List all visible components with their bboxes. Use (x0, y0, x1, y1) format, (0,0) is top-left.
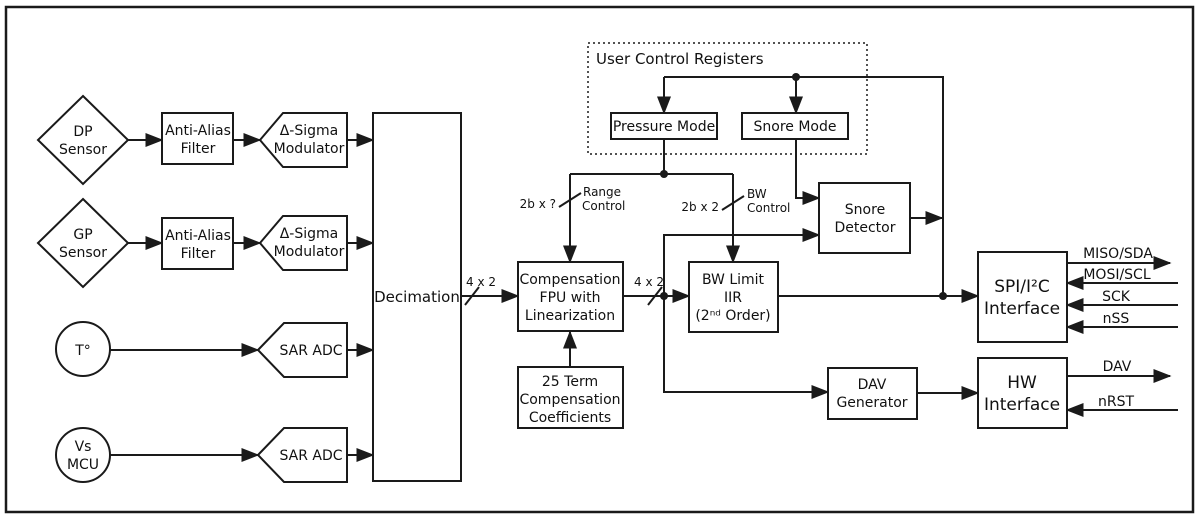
junction-spi-bus (939, 292, 947, 300)
wire-snoremode-to-detector (795, 138, 821, 205)
delta-sigma-1-shape (258, 112, 348, 168)
bus-slash-range (558, 192, 582, 208)
vs-mcu-label: Vs (75, 439, 92, 455)
bw-control-label: Control (747, 201, 790, 215)
pin-mosi-scl-label: MOSI/SCL (1083, 267, 1150, 283)
bus-width-bw: 2b x 2 (681, 200, 719, 214)
diagram-border (4, 5, 1195, 514)
delta-sigma-2-label: Δ-Sigma (280, 226, 339, 242)
sar-adc-1-shape (256, 322, 348, 378)
bus-slash-fpu-out (647, 286, 663, 306)
dav-generator-label: Generator (836, 395, 907, 411)
snore-detector-box (818, 182, 911, 254)
bw-limit-iir-label: (2ⁿᵈ Order) (695, 308, 770, 324)
range-control-label: Range (583, 185, 621, 199)
nodes: DP Sensor GP Sensor T° Vs MCU Anti-Alias… (36, 42, 1068, 483)
delta-sigma-1-label: Modulator (274, 141, 345, 157)
gp-sensor-label: Sensor (59, 245, 107, 261)
bus-width-range: 2b x ? (520, 197, 556, 211)
decimation-box (372, 112, 462, 482)
compensation-fpu-label: Compensation (519, 272, 620, 288)
compensation-fpu-box (517, 261, 624, 332)
bus-slash-decimation-out (464, 286, 480, 306)
vs-mcu-circle (55, 427, 111, 483)
wires (110, 73, 1178, 462)
delta-sigma-2-shape (258, 215, 348, 271)
coefficients-label: Coefficients (529, 410, 611, 426)
bus-slash-bw (721, 195, 745, 211)
dp-sensor-diamond (36, 94, 130, 186)
annotations: 4 x 2 4 x 2 2b x ? Range Control 2b x 2 … (466, 185, 1153, 410)
anti-alias-filter-2-label: Filter (181, 246, 216, 262)
delta-sigma-2-label: Modulator (274, 244, 345, 260)
bus-width-fpu-out: 4 x 2 (634, 275, 664, 289)
snore-detector-label: Detector (834, 220, 895, 236)
anti-alias-filter-1-box (161, 112, 234, 165)
pressure-mode-box (610, 112, 718, 140)
spi-i2c-interface-label: SPI/I²C (994, 277, 1049, 297)
bw-limit-iir-box (688, 261, 779, 333)
bw-control-label: BW (747, 187, 767, 201)
gp-sensor-diamond (36, 197, 130, 289)
hw-interface-label: Interface (984, 395, 1060, 415)
wire-datapath-to-detector (663, 228, 821, 296)
gp-sensor-label: GP (73, 227, 92, 243)
junction-control-bar (660, 170, 668, 178)
vs-mcu-label: MCU (67, 457, 99, 473)
hw-interface-label: HW (1007, 373, 1037, 393)
bus-width-decimation-out: 4 x 2 (466, 275, 496, 289)
wire-datapath-to-davgen (663, 296, 830, 399)
user-control-registers-title: User Control Registers (596, 50, 764, 68)
temp-sensor-circle (55, 321, 111, 377)
range-control-label: Control (582, 199, 625, 213)
coefficients-label: Compensation (519, 392, 620, 408)
anti-alias-filter-1-label: Filter (181, 141, 216, 157)
compensation-fpu-label: FPU with (540, 290, 601, 306)
dp-sensor-label: Sensor (59, 142, 107, 158)
pressure-mode-label: Pressure Mode (613, 119, 715, 135)
anti-alias-filter-2-box (161, 217, 234, 270)
sar-adc-2-shape (256, 427, 348, 483)
spi-i2c-interface-label: Interface (984, 299, 1060, 319)
anti-alias-filter-1-label: Anti-Alias (165, 123, 231, 139)
decimation-label: Decimation (374, 288, 460, 306)
bw-limit-iir-label: BW Limit (702, 272, 765, 288)
compensation-fpu-label: Linearization (525, 308, 615, 324)
coefficients-label: 25 Term (542, 374, 598, 390)
delta-sigma-1-label: Δ-Sigma (280, 123, 339, 139)
coefficients-box (517, 366, 624, 429)
pin-nss-label: nSS (1103, 311, 1130, 327)
junction-snoremode (792, 73, 800, 81)
pin-nrst-label: nRST (1098, 394, 1134, 410)
dav-generator-box (827, 367, 918, 420)
spi-i2c-interface-box (977, 251, 1068, 343)
sar-adc-2-label: SAR ADC (279, 448, 342, 464)
snore-detector-label: Snore (845, 202, 885, 218)
snore-mode-label: Snore Mode (754, 119, 837, 135)
hw-interface-box (977, 357, 1068, 429)
sar-adc-1-label: SAR ADC (279, 343, 342, 359)
temp-sensor-label: T° (74, 343, 91, 359)
dp-sensor-label: DP (73, 124, 92, 140)
pin-miso-sda-label: MISO/SDA (1083, 246, 1153, 262)
dav-generator-label: DAV (858, 377, 887, 393)
pin-sck-label: SCK (1102, 289, 1131, 305)
anti-alias-filter-2-label: Anti-Alias (165, 228, 231, 244)
junction-datapath (660, 292, 668, 300)
pin-dav-label: DAV (1103, 359, 1132, 375)
snore-mode-box (741, 112, 849, 140)
bw-limit-iir-label: IIR (724, 290, 742, 306)
